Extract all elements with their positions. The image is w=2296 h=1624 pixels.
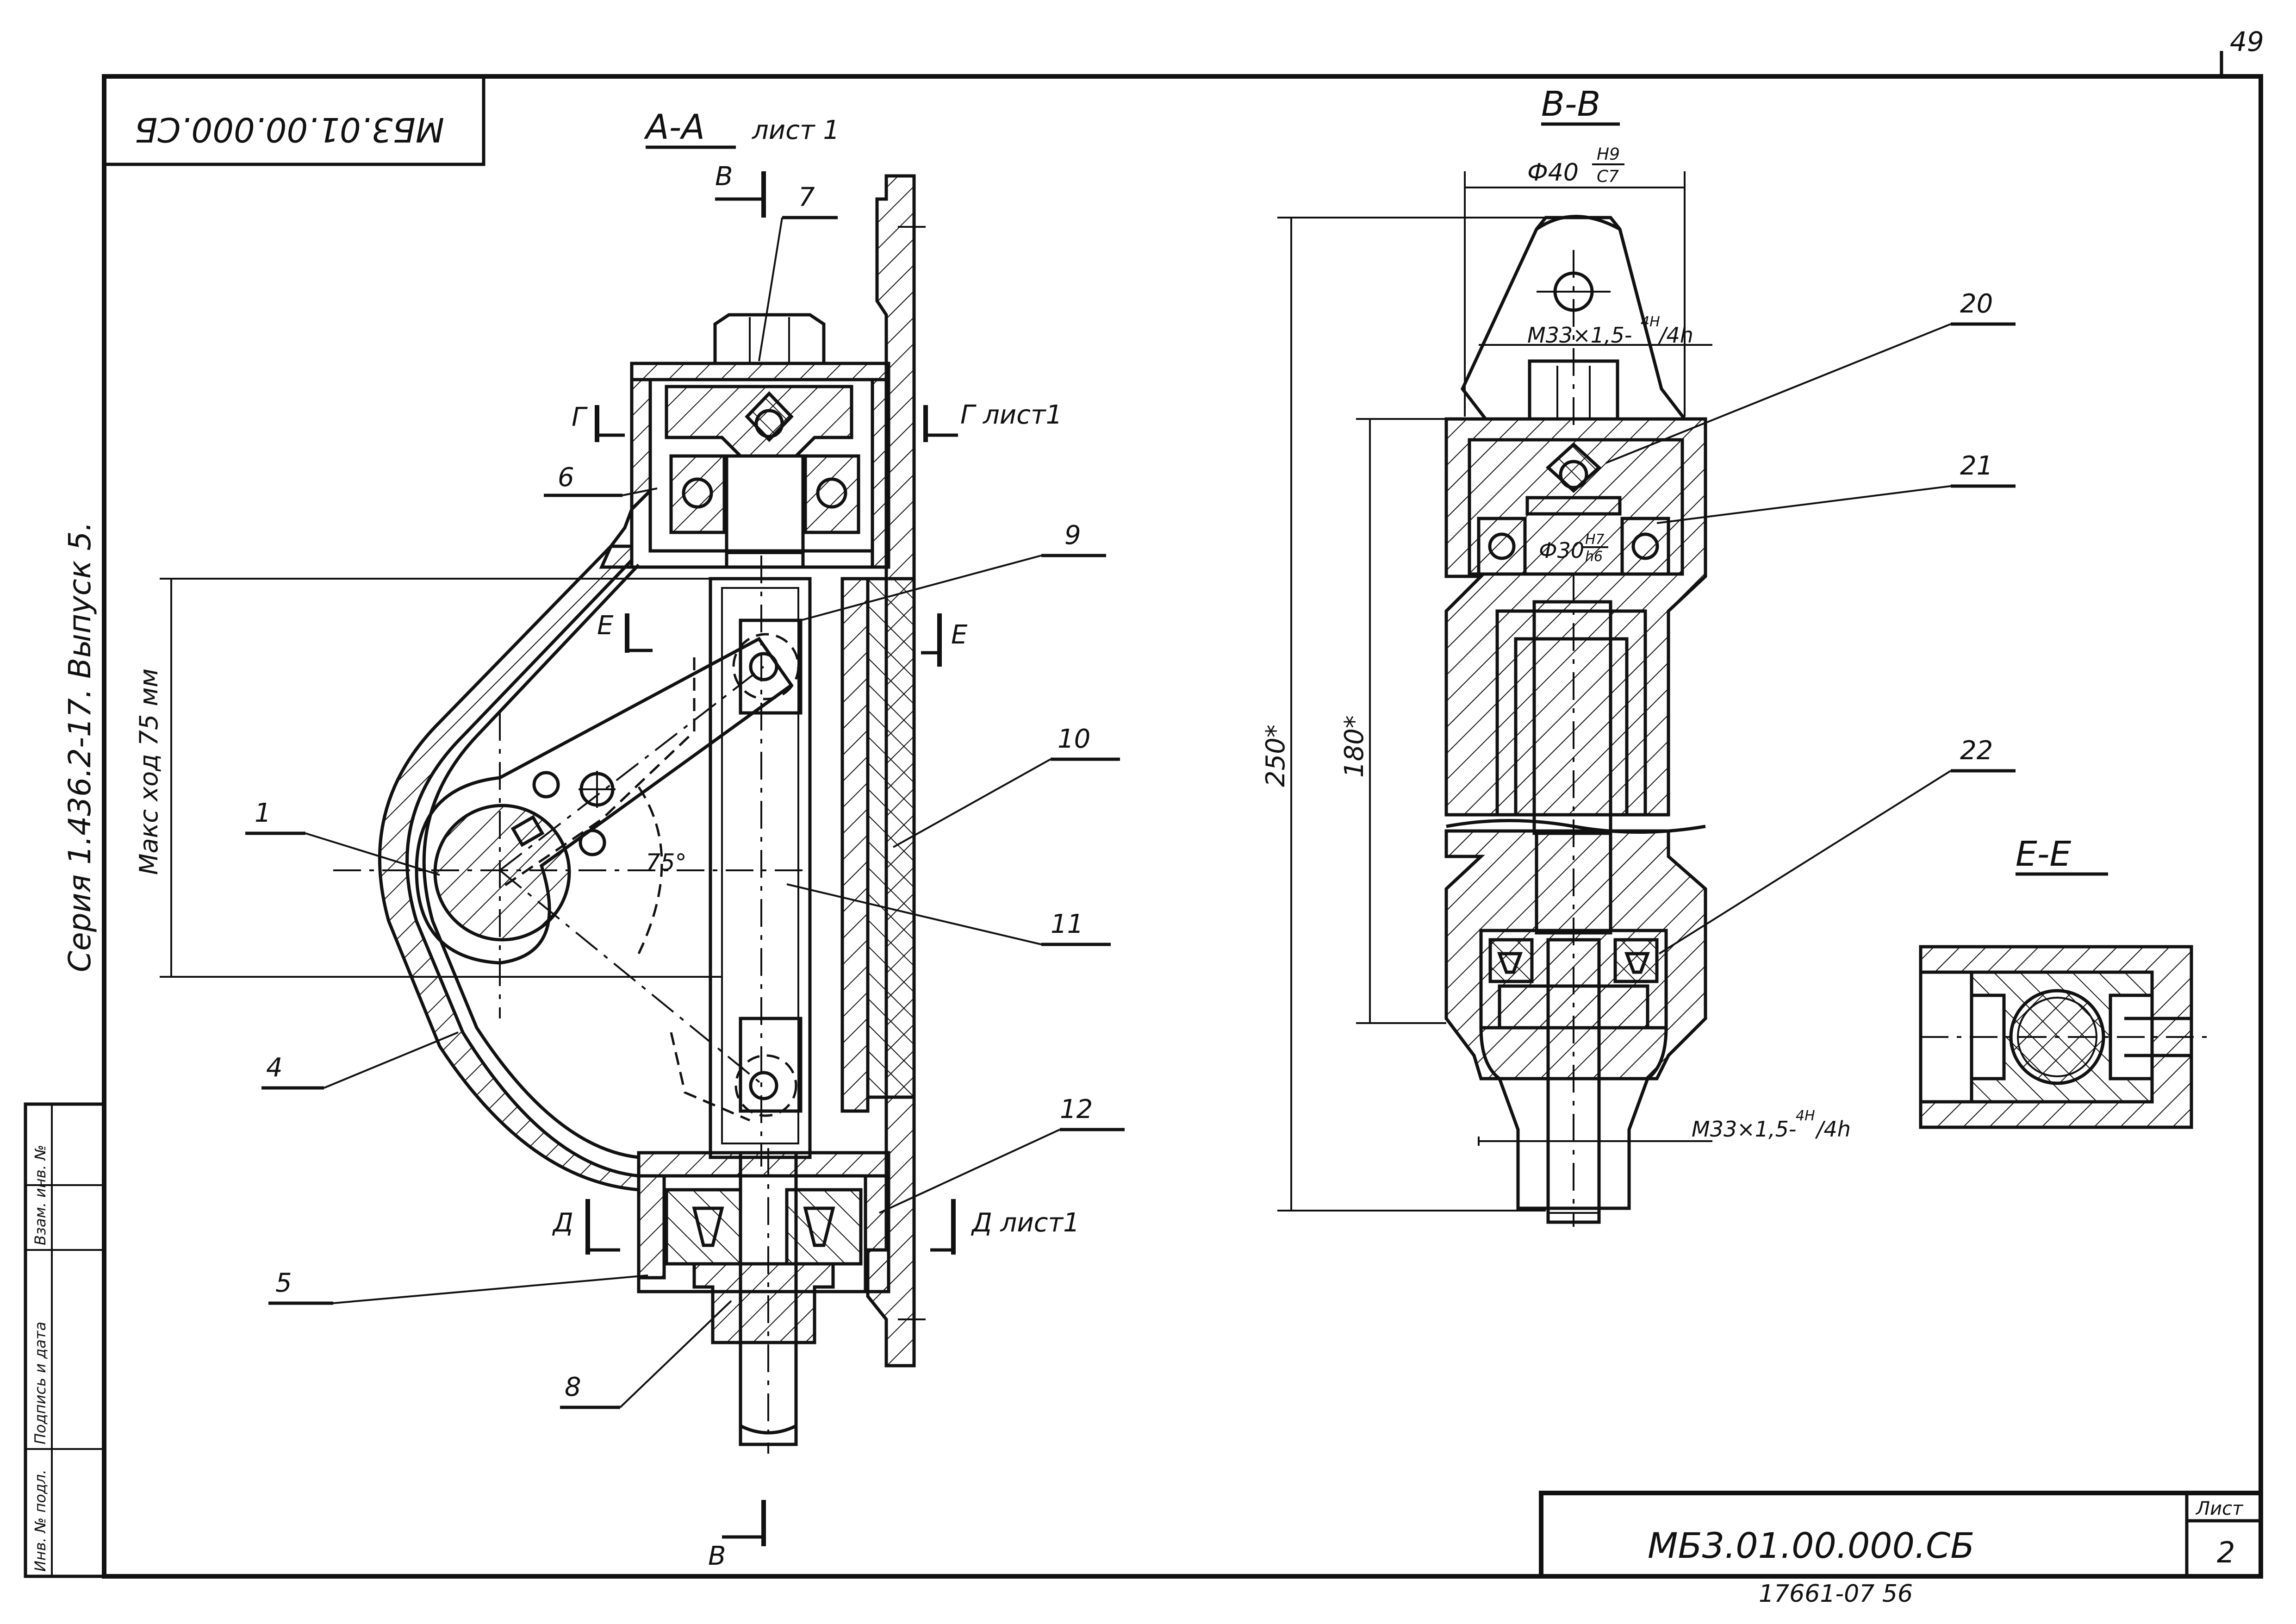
cut-label-b-bottom: В [708, 1541, 726, 1571]
cut-label-d-right: Д лист1 [971, 1208, 1080, 1238]
callout-22: 22 [1960, 736, 1993, 766]
rotated-code-text: МБ3.01.00.000.СБ [135, 110, 444, 149]
dim-m33-top: М33×1,5- [1527, 323, 1632, 348]
side-stamp-signature: Подпись и дата [31, 1322, 49, 1444]
rotated-code-stamp: МБ3.01.00.000.СБ [102, 75, 485, 166]
callout-6: 6 [558, 462, 574, 493]
dim-d30: Ф30 [1539, 538, 1584, 563]
title-block: МБ3.01.00.000.СБ Лист 2 [1539, 1491, 2263, 1579]
section-aa-title: А-А [644, 107, 705, 147]
section-bb-title: В-В [1541, 84, 1600, 124]
callout-7: 7 [798, 182, 815, 212]
title-code: МБ3.01.00.000.СБ [1648, 1525, 1974, 1566]
series-text: Серия 1.436.2-17. Выпуск 5. [62, 521, 98, 972]
callout-10: 10 [1058, 724, 1090, 754]
callout-5: 5 [275, 1268, 292, 1298]
dim-d30-fit-bottom: h6 [1585, 549, 1603, 565]
side-stamp: Инв. № подл. Подпись и дата Взам. инв. № [24, 1102, 106, 1578]
side-stamp-replace: Взам. инв. № [31, 1145, 49, 1245]
callout-8: 8 [565, 1372, 581, 1402]
callout-9: 9 [1064, 520, 1081, 550]
dim-d40-fit-top: Н9 [1597, 145, 1620, 164]
section-ee-view: Е-Е [1919, 834, 2208, 1129]
dim-d40-fit-bottom: С7 [1597, 167, 1619, 186]
cut-label-g-left: Г [572, 402, 588, 432]
side-stamp-inv: Инв. № подл. [31, 1469, 49, 1572]
section-aa-sheet: лист 1 [752, 115, 840, 145]
dim-m33-top-tail: /4h [1657, 323, 1693, 348]
sheet-number: 2 [2217, 1536, 2235, 1569]
cut-label-b-top: В [715, 162, 733, 192]
callout-1: 1 [255, 798, 271, 828]
dim-m33-bottom-sup: 4Н [1796, 1108, 1815, 1124]
callout-20: 20 [1960, 289, 1993, 319]
callout-21: 21 [1960, 451, 1993, 481]
sheet-label: Лист [2195, 1498, 2244, 1519]
dim-m33-bottom-tail: /4h [1815, 1117, 1851, 1142]
section-bb-view: В-В Ф40 Н9 С7 М33×1,5- 4Н /4h [1261, 84, 2016, 1227]
page-number: 49 [2230, 26, 2264, 57]
dim-h250: 250* [1261, 725, 1291, 787]
dim-h180: 180* [1339, 715, 1369, 778]
dim-m33-bottom: М33×1,5- [1692, 1117, 1797, 1142]
section-aa-view: А-А лист 1 В В [134, 107, 1125, 1571]
section-ee-title: Е-Е [2016, 834, 2071, 874]
travel-label: Макс ход 75 мм [134, 668, 163, 875]
dim-d40: Ф40 [1527, 159, 1579, 187]
dim-d30-fit-top: Н7 [1585, 531, 1605, 548]
callout-4: 4 [266, 1053, 283, 1083]
cut-label-g-right: Г лист1 [960, 400, 1062, 430]
sheet-frame [102, 51, 2263, 1579]
dim-m33-top-sup: 4Н [1641, 314, 1660, 330]
callout-12: 12 [1060, 1094, 1093, 1124]
cut-label-e-left: Е [597, 611, 614, 641]
angle-label: 75° [646, 849, 687, 876]
callout-11: 11 [1051, 909, 1083, 939]
cut-label-e-right: Е [951, 620, 968, 650]
cut-label-d-left: Д [552, 1208, 573, 1238]
bottom-note: 17661-07 56 [1759, 1580, 1913, 1608]
